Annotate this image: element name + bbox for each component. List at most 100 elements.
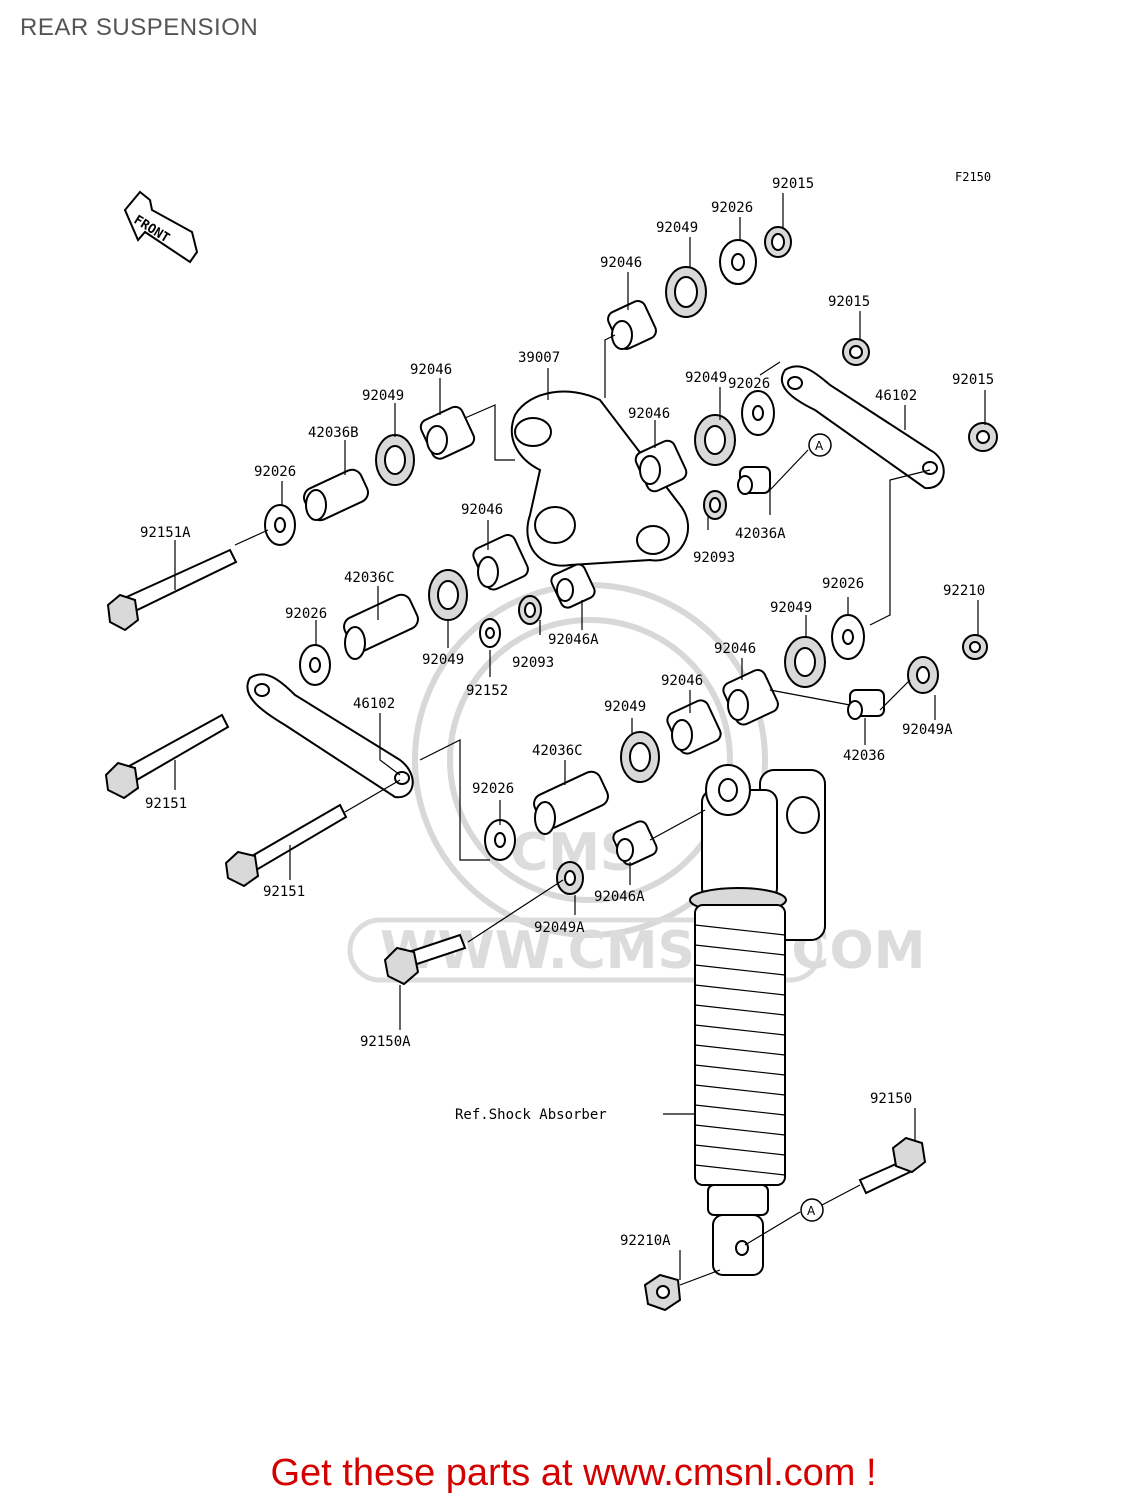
seal-92049-center: [428, 569, 468, 621]
seal-92049-right: [784, 636, 826, 688]
label-92026-a: 92026: [711, 200, 753, 216]
label-92093-a: 92093: [693, 550, 735, 566]
label-92046-e: 92046: [714, 641, 756, 657]
svg-text:A: A: [807, 1204, 816, 1218]
page-title: REAR SUSPENSION: [20, 14, 259, 41]
collar-42036A: [737, 466, 771, 495]
label-92152: 92152: [466, 683, 508, 699]
collar-42036C-lower: [533, 770, 609, 835]
label-92150A: 92150A: [360, 1034, 411, 1050]
label-92049-e: 92049: [770, 600, 812, 616]
collar-42036B: [303, 468, 369, 522]
label-92046A-b: 92046A: [594, 889, 645, 905]
label-92049-b: 92049: [685, 370, 727, 386]
label-92046A-a: 92046A: [548, 632, 599, 648]
seal-92049-top: [665, 266, 707, 318]
label-92026-f: 92026: [472, 781, 514, 797]
label-92026-d: 92026: [285, 606, 327, 622]
label-92049-a: 92049: [656, 220, 698, 236]
label-92151A: 92151A: [140, 525, 191, 541]
bearing-92046-left: [419, 405, 476, 460]
washer-92026-top: [719, 239, 757, 285]
collar-42036C-upper: [343, 593, 419, 660]
bolt-92150A: [383, 933, 467, 986]
label-92150: 92150: [870, 1091, 912, 1107]
label-92046-d: 92046: [461, 502, 503, 518]
bolt-92151-lower: [224, 803, 348, 888]
nut-92015-top: [764, 226, 792, 258]
label-92049-c: 92049: [362, 388, 404, 404]
label-92049A-a: 92049A: [902, 722, 953, 738]
label-92210A: 92210A: [620, 1233, 671, 1249]
label-92049A-b: 92049A: [534, 920, 585, 936]
watermark-text: WWW.CMSNL.COM: [380, 921, 925, 981]
washer-92026-right: [831, 614, 865, 660]
nut-92210: [962, 634, 988, 660]
seal-92049-left: [375, 434, 415, 486]
footer-cta[interactable]: Get these parts at www.cmsnl.com !: [270, 1452, 877, 1494]
washer-92026-lower-left: [299, 644, 331, 686]
label-92093-b: 92093: [512, 655, 554, 671]
label-92046-a: 92046: [600, 255, 642, 271]
label-ref-shock-absorber: Ref.Shock Absorber: [455, 1107, 607, 1123]
part-labels: 92015 92026 92049 92046 92015 39007 9204…: [140, 176, 994, 1249]
label-92049-f: 92049: [604, 699, 646, 715]
bearing-92046A-center: [550, 563, 596, 609]
bearing-92046-top: [607, 300, 657, 350]
figure-code: F2150: [955, 170, 992, 184]
label-92046-f: 92046: [661, 673, 703, 689]
rocker-arm-39007: [510, 390, 690, 567]
label-92015-c: 92015: [952, 372, 994, 388]
label-92015-b: 92015: [828, 294, 870, 310]
washer-92026-bottom: [484, 819, 516, 861]
seal-92049A-right: [907, 656, 939, 694]
ref-marker-a-top: A: [808, 433, 832, 457]
label-46102-b: 46102: [353, 696, 395, 712]
label-92049-d: 92049: [422, 652, 464, 668]
tie-rod-46102-upper: [780, 365, 945, 490]
label-92026-e: 92026: [822, 576, 864, 592]
bolt-92150: [858, 1136, 927, 1195]
washer-92026-mid: [741, 390, 775, 436]
bolt-92151-upper: [104, 713, 230, 800]
bearing-92046-center: [472, 533, 529, 591]
nut-92015-right: [968, 422, 998, 452]
nut-92210A: [643, 1273, 682, 1312]
label-46102-a: 46102: [875, 388, 917, 404]
front-direction-arrow-icon: FRONT: [123, 190, 199, 264]
seal-92049A-lower: [556, 861, 584, 895]
bearing-92046A-lower: [612, 820, 658, 866]
seal-92049-mid: [694, 414, 736, 466]
label-92151-a: 92151: [145, 796, 187, 812]
washer-92026-left: [264, 504, 296, 546]
label-92015-a: 92015: [772, 176, 814, 192]
svg-text:A: A: [815, 439, 824, 453]
tie-rod-46102-lower: [246, 673, 414, 799]
label-92026-c: 92026: [254, 464, 296, 480]
label-92026-b: 92026: [728, 376, 770, 392]
label-92046-b: 92046: [410, 362, 452, 378]
shock-absorber: [689, 764, 826, 1276]
bearing-92046-lower: [666, 699, 722, 755]
label-92210: 92210: [943, 583, 985, 599]
nut-92015-mid: [842, 338, 870, 366]
ref-marker-a-bottom: A: [800, 1198, 824, 1222]
label-42036B: 42036B: [308, 425, 359, 441]
bearing-92046-right: [722, 668, 779, 726]
washer-92152: [479, 618, 501, 648]
label-42036A: 42036A: [735, 526, 786, 542]
label-42036: 42036: [843, 748, 885, 764]
label-92046-c: 92046: [628, 406, 670, 422]
label-92151-b: 92151: [263, 884, 305, 900]
seal-92093-b: [518, 595, 542, 625]
seal-92049-lower: [620, 731, 660, 783]
label-42036C-b: 42036C: [532, 743, 583, 759]
bearing-92046-mid: [634, 439, 688, 493]
collar-42036: [847, 689, 885, 720]
label-39007: 39007: [518, 350, 560, 366]
label-42036C-a: 42036C: [344, 570, 395, 586]
seal-92093-a: [703, 490, 727, 520]
bolt-92151A: [106, 548, 238, 632]
leader-lines: [174, 193, 986, 1286]
